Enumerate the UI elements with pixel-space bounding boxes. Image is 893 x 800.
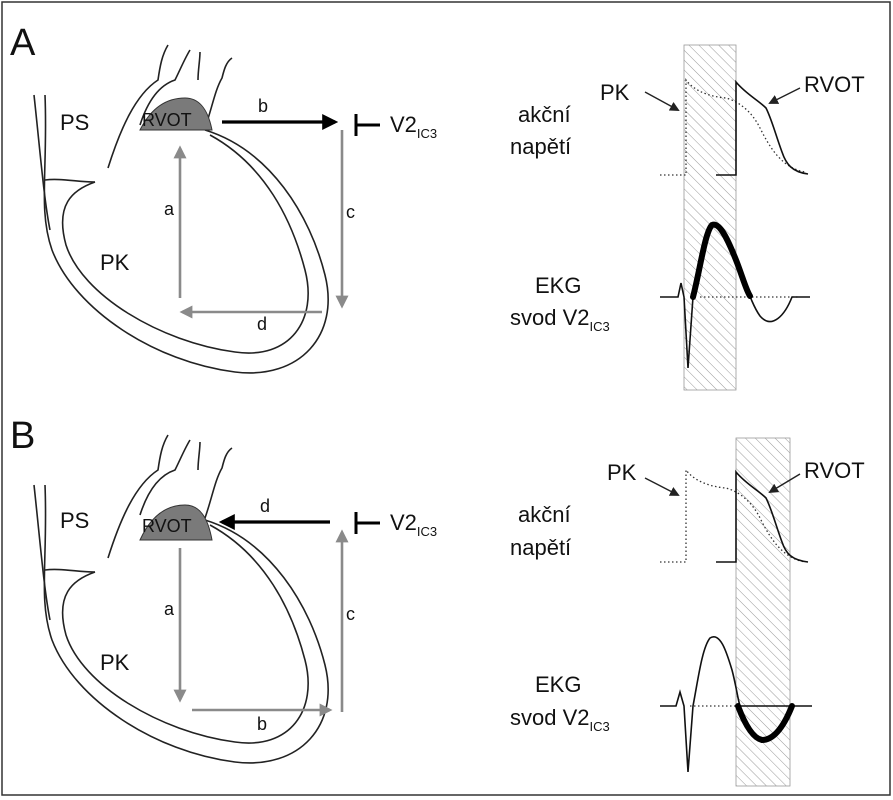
ap-rvot-label: RVOT: [804, 458, 865, 483]
outflow-right-tube: [197, 441, 201, 471]
outflow-left-tube: [107, 434, 169, 559]
ap-rvot-pointer: [768, 87, 801, 104]
depolarization-hatch-zone-top: [683, 44, 737, 391]
panel-a-letter: A: [10, 22, 36, 64]
rvot-region: [139, 97, 213, 131]
panel-b-heart: [33, 434, 329, 764]
ap-trace-pk: [660, 78, 806, 176]
depolarization-hatch-zone-bottom: [735, 437, 791, 787]
electrode-label: V2IC3: [390, 510, 437, 539]
heart-inner-wall: [61, 524, 309, 744]
ekg-label-line2: svod V2IC3: [510, 305, 610, 334]
chamber-ps: PS: [60, 508, 89, 533]
ekg-trace: [660, 636, 812, 773]
vector-c-label: c: [346, 202, 355, 222]
septum: [33, 484, 51, 621]
outflow-left-tube-inner: [139, 49, 191, 126]
vector-d-label: d: [257, 314, 267, 334]
heart-inner-wall: [61, 134, 309, 354]
outflow-right-tube: [197, 51, 201, 81]
ekg-label-line1: EKG: [535, 672, 581, 697]
ap-trace-rvot: [716, 79, 809, 176]
ps-notch: [44, 568, 96, 573]
ekg-st-elevation: [690, 221, 753, 300]
ap-rvot-label: RVOT: [804, 72, 865, 97]
chamber-rvot: RVOT: [142, 110, 192, 130]
ekg-label-line2: svod V2IC3: [510, 705, 610, 734]
ap-label-line1: akční: [518, 102, 571, 127]
panel-a: A PS PK RVOT a b c d: [10, 22, 865, 391]
ap-pk-pointer: [644, 91, 680, 111]
vector-b-label: b: [258, 96, 268, 116]
chamber-pk: PK: [100, 250, 130, 275]
septum: [33, 94, 51, 231]
rvot-region: [139, 504, 213, 541]
outflow-right-tube-b: [204, 57, 233, 129]
panel-b-letter: B: [10, 415, 35, 457]
ap-trace-rvot: [716, 469, 809, 563]
chamber-rvot: RVOT: [142, 516, 192, 536]
vector-a-label: a: [164, 599, 175, 619]
vector-b-label: b: [257, 714, 267, 734]
chamber-ps: PS: [60, 110, 89, 135]
electrode-v2: V2IC3: [354, 510, 437, 539]
ekg-label-line1: EKG: [535, 273, 581, 298]
electrode-label: V2IC3: [390, 112, 437, 141]
ap-pk-label: PK: [607, 460, 637, 485]
outflow-left-tube: [107, 44, 169, 169]
ps-notch: [44, 178, 96, 183]
heart-outer-wall: [43, 484, 329, 764]
ap-trace-pk: [660, 468, 806, 563]
chamber-pk: PK: [100, 650, 130, 675]
ekg-st-depression: [735, 703, 795, 744]
ap-pk-label: PK: [600, 80, 630, 105]
panel-b: B PS PK RVOT a b c d V2IC3: [10, 415, 865, 787]
heart-outer-wall: [43, 94, 329, 374]
ap-label-line2: napětí: [510, 535, 571, 560]
outflow-left-tube-inner: [139, 439, 191, 516]
ap-pk-pointer: [644, 477, 680, 496]
ap-label-line2: napětí: [510, 134, 571, 159]
vector-a-label: a: [164, 199, 175, 219]
outflow-right-tube-b: [204, 447, 233, 519]
vector-d-label: d: [260, 496, 270, 516]
ap-label-line1: akční: [518, 502, 571, 527]
vector-c-label: c: [346, 604, 355, 624]
ap-rvot-pointer: [768, 473, 801, 494]
panel-a-heart: [33, 44, 329, 374]
electrode-v2: V2IC3: [354, 112, 437, 141]
